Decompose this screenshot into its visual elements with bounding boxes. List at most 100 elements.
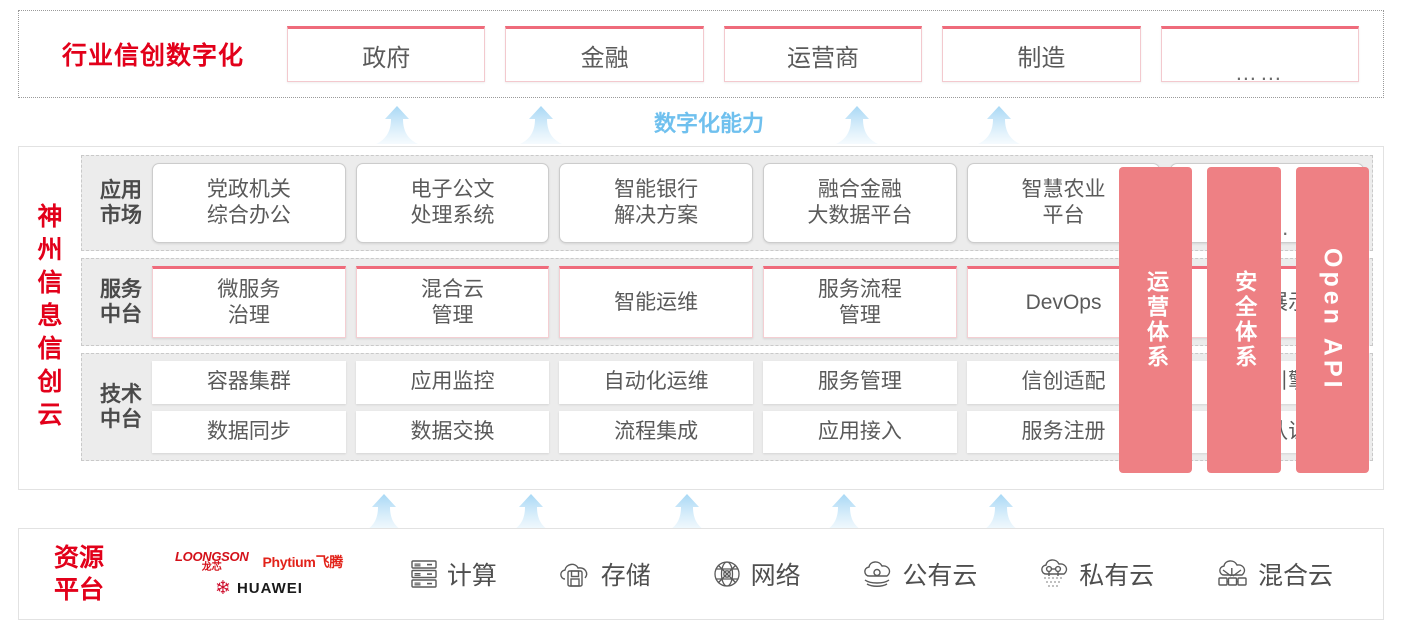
industry-box-government[interactable]: 政府 — [287, 26, 486, 82]
cell-line: 融合金融 — [817, 178, 902, 202]
loongson-logo: LOONGSON 龙芯 — [175, 550, 249, 573]
resource-title-line: 平台 — [53, 576, 104, 604]
cell-line: 党政机关 — [206, 178, 291, 202]
resource-item-list: 计算 存储 — [379, 556, 1383, 592]
resource-item-label: 存储 — [600, 562, 651, 590]
resource-item-storage[interactable]: 存储 — [557, 556, 651, 592]
cloud-rows: 应用 市场 党政机关综合办公 电子公文处理系统 智能银行解决方案 融合金融大数据… — [81, 147, 1383, 489]
resource-item-label: 公有云 — [902, 562, 978, 590]
industry-box-telecom[interactable]: 运营商 — [723, 26, 923, 82]
industry-band-title: 行业信创数字化 — [61, 42, 244, 70]
cloud-side-label-char: 信 — [37, 268, 63, 297]
resource-item-network[interactable]: 网络 — [711, 556, 801, 592]
vendor-row-top: LOONGSON 龙芯 Phytium飞腾 — [175, 550, 343, 573]
cell-line: 解决方案 — [614, 204, 699, 227]
pink-column-security[interactable]: 安全体系 — [1207, 167, 1281, 473]
cell-line: DevOps — [1025, 291, 1102, 315]
cell-line: 应用监控 — [410, 370, 495, 394]
row-label-application-market: 应用 市场 — [90, 163, 152, 243]
resource-item-compute[interactable]: 计算 — [409, 556, 497, 592]
cell-line: 治理 — [227, 304, 270, 327]
cell-smart-bank[interactable]: 智能银行解决方案 — [559, 163, 754, 243]
resource-item-public-cloud[interactable]: 公有云 — [860, 556, 977, 592]
cell-line: 数据同步 — [206, 419, 291, 443]
cell-finance-bigdata[interactable]: 融合金融大数据平台 — [763, 163, 957, 243]
cell-government-office[interactable]: 党政机关综合办公 — [152, 163, 346, 243]
cell-line: 数据交换 — [410, 419, 495, 443]
phytium-logo: Phytium飞腾 — [262, 553, 343, 570]
cell-line: 服务注册 — [1021, 419, 1106, 443]
industry-box-label: 金融 — [580, 44, 629, 72]
cell-line: 混合云 — [421, 278, 484, 302]
pink-column-label: 运营体系 — [1143, 270, 1169, 370]
cell-hybrid-cloud-mgmt[interactable]: 混合云管理 — [355, 266, 550, 338]
cell-line: 大数据平台 — [807, 204, 913, 227]
industry-box-list: 政府 金融 运营商 制造 …… — [287, 26, 1383, 83]
resource-panel-title: 资源 平台 — [19, 542, 139, 607]
cell-process-integration[interactable]: 流程集成 — [559, 410, 754, 453]
cell-line: 信创适配 — [1021, 370, 1106, 394]
row-label-line: 服务 — [100, 277, 142, 301]
cell-line: 管理 — [431, 304, 474, 327]
cell-edoc-system[interactable]: 电子公文处理系统 — [355, 163, 550, 243]
cloud-panel: 神 州 信 息 信 创 云 应用 市场 党政机关综合办公 电子公文处理系统 智能… — [18, 146, 1384, 490]
cloud-side-label-char: 州 — [37, 235, 63, 264]
industry-box-more[interactable]: …… — [1160, 26, 1360, 83]
up-arrow-icon — [520, 106, 562, 144]
cell-microservice-governance[interactable]: 微服务治理 — [152, 266, 346, 338]
cell-line: 管理 — [838, 304, 881, 327]
industry-band: 行业信创数字化 政府 金融 运营商 制造 …… — [18, 10, 1384, 98]
cell-container-cluster[interactable]: 容器集群 — [152, 361, 346, 404]
public-cloud-icon — [864, 561, 891, 587]
industry-box-manufacturing[interactable]: 制造 — [942, 26, 1141, 82]
cell-data-sync[interactable]: 数据同步 — [152, 410, 346, 453]
industry-box-label: 运营商 — [787, 44, 860, 72]
cell-smart-ops[interactable]: 智能运维 — [559, 266, 754, 338]
pink-column-label: 安全体系 — [1232, 270, 1258, 370]
up-arrow-icon — [823, 494, 865, 532]
cloud-side-label-char: 云 — [37, 400, 63, 429]
capability-label: 数字化能力 — [654, 111, 765, 136]
huawei-logo-text: HUAWEI — [236, 580, 303, 597]
cell-line: 服务管理 — [817, 370, 902, 394]
industry-box-label: 政府 — [362, 44, 411, 72]
resource-item-hybrid-cloud[interactable]: 混合云 — [1214, 556, 1333, 592]
resource-panel: 资源 平台 LOONGSON 龙芯 Phytium飞腾 ❄ HUAWEI — [18, 528, 1384, 620]
up-arrow-icon — [510, 494, 552, 532]
cloud-side-label-char: 息 — [37, 301, 63, 330]
resource-item-label: 混合云 — [1258, 562, 1334, 590]
resource-item-label: 私有云 — [1079, 562, 1155, 590]
cell-service-mgmt[interactable]: 服务管理 — [763, 361, 957, 404]
industry-box-finance[interactable]: 金融 — [505, 26, 704, 82]
cell-line: 电子公文 — [410, 178, 495, 202]
pink-column-group: 运营体系 安全体系 Open API — [1119, 167, 1369, 473]
cloud-side-label-char: 信 — [37, 334, 63, 363]
up-arrow-icon — [666, 494, 708, 532]
up-arrow-icon — [376, 106, 418, 144]
cloud-side-label-char: 创 — [37, 367, 63, 396]
row-label-technical-platform: 技术 中台 — [90, 361, 152, 453]
industry-box-label: …… — [1234, 59, 1285, 85]
row-label-service-platform: 服务 中台 — [90, 266, 152, 338]
resource-item-private-cloud[interactable]: 私有云 — [1037, 556, 1154, 592]
up-arrow-icon — [980, 494, 1022, 532]
pink-column-open-api[interactable]: Open API — [1295, 167, 1369, 473]
cell-app-monitoring[interactable]: 应用监控 — [355, 361, 550, 404]
huawei-flower-icon: ❄ — [215, 578, 231, 599]
network-globe-icon — [713, 561, 740, 587]
cell-data-exchange[interactable]: 数据交换 — [355, 410, 550, 453]
cell-app-access[interactable]: 应用接入 — [763, 410, 957, 453]
resource-item-label: 计算 — [446, 562, 497, 590]
cell-service-process-mgmt[interactable]: 服务流程管理 — [763, 266, 957, 338]
row-label-line: 中台 — [100, 408, 142, 431]
resource-arrow-strip — [18, 492, 1384, 532]
cell-line: 自动化运维 — [603, 370, 709, 394]
cell-line: 处理系统 — [410, 204, 495, 227]
hybrid-cloud-icon — [1218, 560, 1247, 586]
pink-column-operations[interactable]: 运营体系 — [1119, 167, 1193, 473]
cell-automated-ops[interactable]: 自动化运维 — [559, 361, 754, 404]
huawei-logo: ❄ HUAWEI — [215, 579, 303, 598]
cloud-storage-icon — [559, 563, 588, 587]
